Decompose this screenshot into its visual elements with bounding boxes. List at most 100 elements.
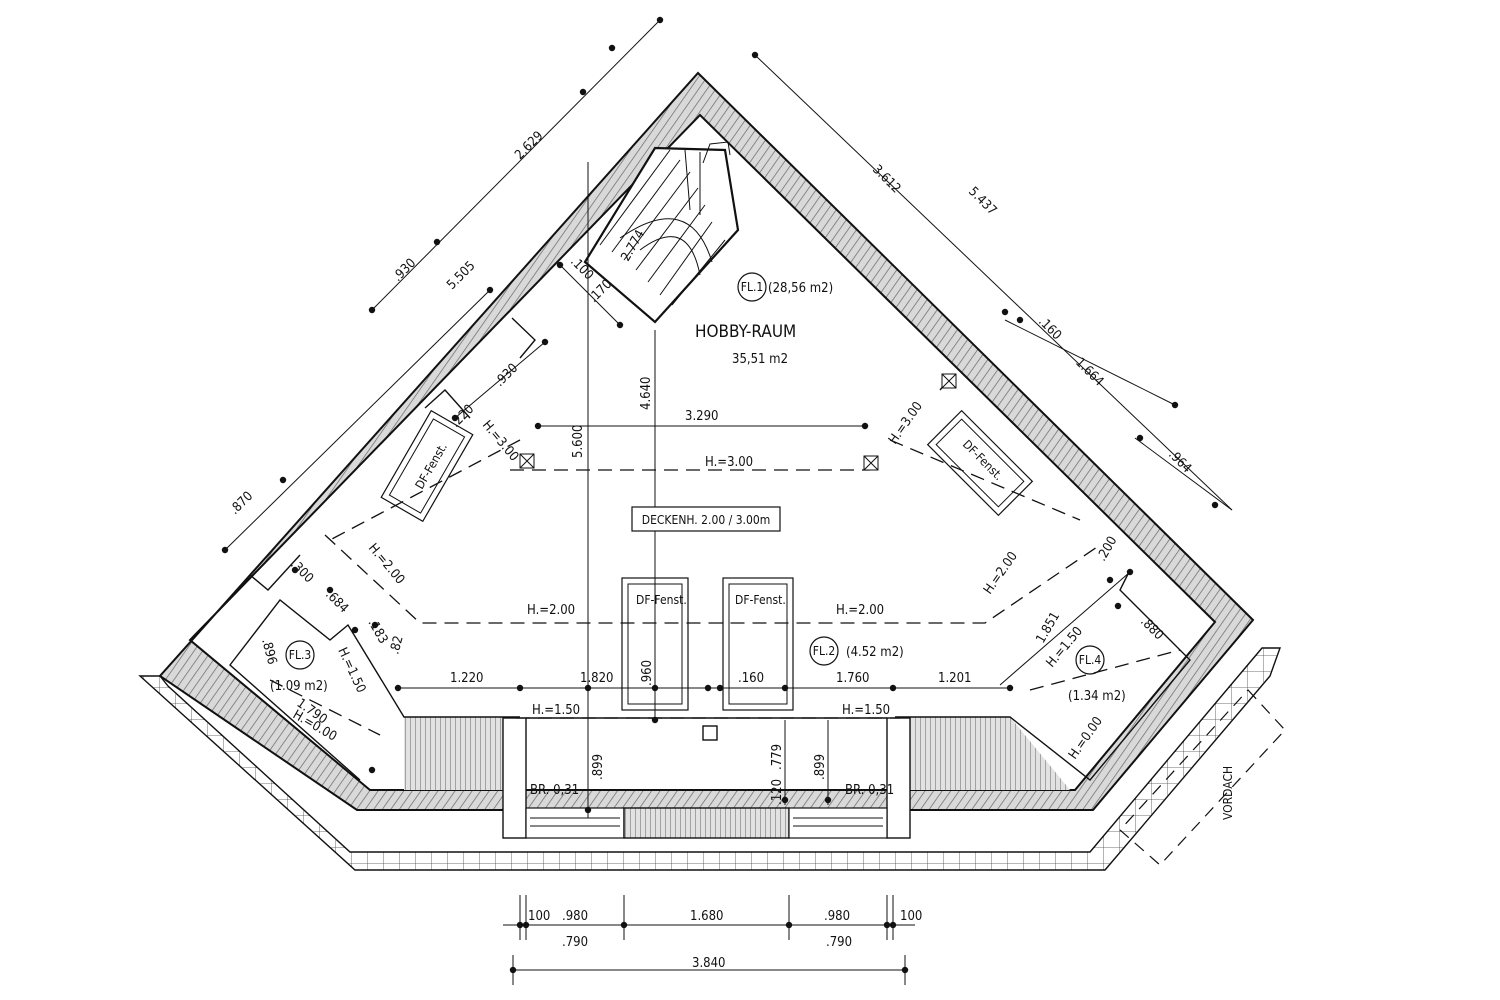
dim-int-3290: 3.290 [685, 409, 718, 424]
height-label-floor-right: H.=0.00 [1066, 714, 1106, 762]
skylight-center-right [722, 577, 794, 711]
dim-nook-82: .82 [387, 634, 406, 656]
dimension-tick [751, 51, 759, 59]
dimension-tick [1001, 308, 1009, 316]
dimension-tick [291, 566, 299, 574]
dimension-tick [516, 684, 524, 692]
room-name: HOBBY-RAUM [695, 322, 796, 342]
area-id-fl4: FL.4 [1079, 653, 1102, 667]
dim-front-120: .120 [770, 779, 785, 805]
parapet-label-right: BR. 0,31 [845, 783, 894, 798]
dimension-tick [433, 238, 441, 246]
front-opening [502, 717, 911, 839]
skylight-label-right: DF-Fenst. [960, 437, 1006, 483]
dim-floor-1201: 1.201 [938, 671, 971, 686]
dim-bottom-790-left: .790 [562, 935, 588, 950]
height-label-front-right: H.=1.50 [842, 703, 890, 718]
dimension-tick [584, 806, 592, 814]
parapet-label-left: BR. 0,31 [530, 783, 579, 798]
area-id-fl2: FL.2 [813, 644, 836, 658]
area-size-fl1: (28,56 m2) [768, 281, 833, 296]
dimension-tick [368, 766, 376, 774]
dim-bottom-980-right: .980 [824, 909, 850, 924]
dimension-tick [1171, 401, 1179, 409]
height-lines [269, 439, 1181, 736]
dimension-tick [541, 338, 549, 346]
dim-front-899-right: .899 [813, 754, 828, 780]
dim-nook-896: .896 [258, 637, 279, 666]
dim-left-5505: 5.505 [444, 259, 478, 293]
dim-front-899-left: .899 [591, 754, 606, 780]
height-label-left-top: H.=3.00 [479, 418, 521, 465]
dimension-tick [351, 626, 359, 634]
dimension-tick [221, 546, 229, 554]
dimension-tick [1114, 602, 1122, 610]
skylight-left [380, 409, 474, 523]
height-label-mid-right: H.=2.00 [836, 603, 884, 618]
height-label-left-mid: H.=2.00 [365, 541, 407, 588]
dim-floor-960: .960 [640, 660, 655, 686]
dim-right-880: .880 [1137, 614, 1166, 643]
dim-right-200: .200 [1094, 534, 1120, 564]
dim-right-160: .160 [1035, 314, 1064, 343]
dimension-tick [371, 621, 379, 629]
dim-left-930-outer: .930 [390, 256, 419, 285]
dim-right-1664: 1.664 [1072, 355, 1106, 389]
area-id-fl3: FL.3 [289, 648, 312, 662]
height-label-nook-left: H.=1.50 [334, 645, 368, 695]
staircase [583, 141, 740, 324]
dim-bottom-100-left: 100 [528, 909, 550, 924]
dimension-tick [451, 414, 459, 422]
dim-nook-684: .684 [322, 587, 351, 616]
dimension-tick [556, 261, 564, 269]
dim-bottom-1680: 1.680 [690, 909, 723, 924]
dimension-tick [509, 966, 517, 974]
dimension-tick [781, 684, 789, 692]
dimension-tick [889, 921, 897, 929]
dimension-tick [716, 684, 724, 692]
area-markers [285, 272, 1105, 675]
dim-bottom-100-right: 100 [900, 909, 922, 924]
dimension-tick [656, 16, 664, 24]
dimension-tick [651, 684, 659, 692]
vent-boxes [519, 373, 957, 471]
dimension-tick [1126, 568, 1134, 576]
area-circle-fl3 [285, 640, 315, 670]
dimension-tick [1211, 501, 1219, 509]
knee-walls [229, 317, 1191, 790]
dimension-tick [368, 306, 376, 314]
height-label-top: H.=3.00 [705, 455, 753, 470]
dimension-tick [901, 966, 909, 974]
dimension-tick [1016, 316, 1024, 324]
dim-floor-1820: 1.820 [580, 671, 613, 686]
dim-front-779: .779 [770, 744, 785, 770]
dim-int-4640: 4.640 [639, 377, 654, 410]
area-id-fl1: FL.1 [741, 280, 764, 294]
dimension-ticks [221, 16, 1219, 974]
dimension-tick [651, 716, 659, 724]
area-circle-fl1 [737, 272, 767, 302]
dimension-tick [279, 476, 287, 484]
dimension-tick [608, 44, 616, 52]
dimension-tick [704, 684, 712, 692]
dim-bottom-total: 3.840 [692, 956, 725, 971]
dimension-tick [785, 921, 793, 929]
dimension-tick [1006, 684, 1014, 692]
dimension-tick [486, 286, 494, 294]
roof-eaves [138, 647, 1281, 871]
dimension-tick [516, 921, 524, 929]
dimension-tick [861, 422, 869, 430]
dimension-tick [620, 921, 628, 929]
canopy-label: VORDACH [1221, 766, 1235, 820]
dim-right-964: .964 [1165, 447, 1194, 476]
ceiling-note-box: DECKENH. 2.00 / 3.00m [631, 506, 781, 532]
dimension-tick [584, 684, 592, 692]
dimension-tick [889, 684, 897, 692]
dim-left-870: .870 [227, 489, 256, 518]
dim-bottom-790-right: .790 [826, 935, 852, 950]
dim-floor-160: .160 [738, 671, 764, 686]
dimension-tick [579, 88, 587, 96]
dim-nook-300: .300 [287, 557, 316, 586]
dim-right-1851: 1.851 [1033, 610, 1063, 646]
ceiling-note: DECKENH. 2.00 / 3.00m [642, 513, 770, 527]
